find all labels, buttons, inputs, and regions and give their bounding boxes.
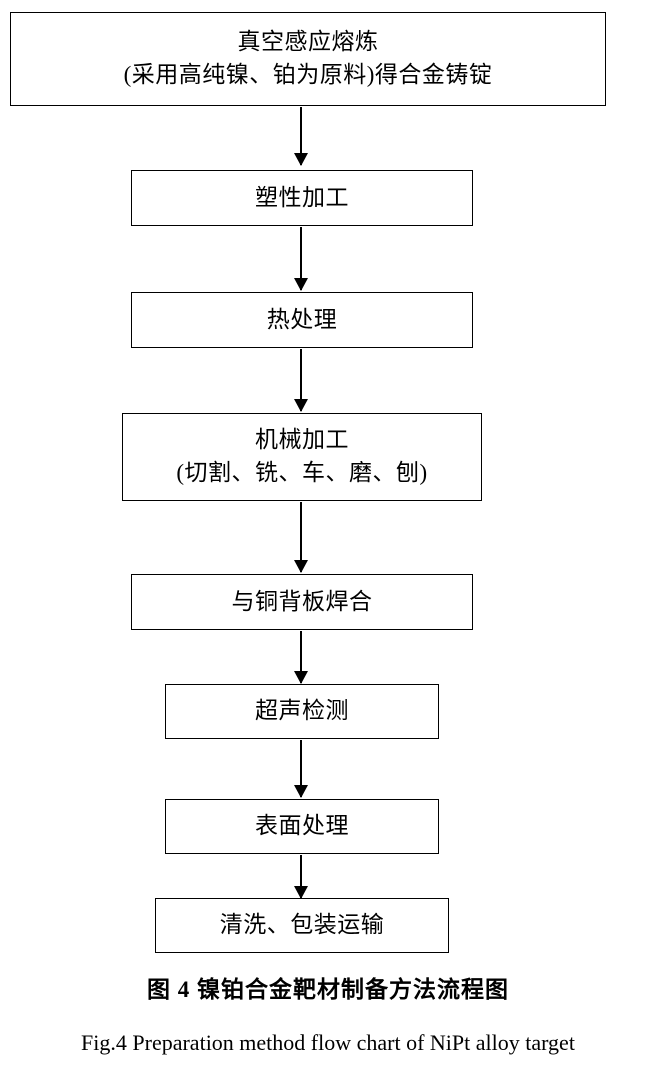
- flow-node-step8: 清洗、包装运输: [155, 898, 449, 953]
- flow-node-step3: 热处理: [131, 292, 473, 348]
- connector-step2-step3: [300, 227, 302, 290]
- flow-node-step5: 与铜背板焊合: [131, 574, 473, 630]
- flow-node-step1-line1: 真空感应熔炼: [237, 29, 379, 55]
- flow-node-step2: 塑性加工: [131, 170, 473, 226]
- flow-node-step4: 机械加工 (切割、铣、车、磨、刨): [122, 413, 482, 501]
- connector-step3-step4: [300, 349, 302, 411]
- flow-node-step6-line1: 超声检测: [255, 698, 349, 724]
- connector-step1-step2: [300, 107, 302, 165]
- flow-node-step1-line2: (采用高纯镍、铂为原料)得合金铸锭: [123, 62, 493, 87]
- flow-node-step2-line1: 塑性加工: [255, 184, 349, 210]
- connector-step7-step8: [300, 855, 302, 898]
- figure-caption-en: Fig.4 Preparation method flow chart of N…: [81, 1030, 575, 1055]
- connector-step5-step6: [300, 631, 302, 683]
- flow-node-step7: 表面处理: [165, 799, 439, 854]
- flow-node-step8-line1: 清洗、包装运输: [219, 912, 385, 938]
- connector-step4-step5: [300, 502, 302, 572]
- flow-node-step4-line2: (切割、铣、车、磨、刨): [176, 460, 428, 485]
- flowchart-diagram: 真空感应熔炼 (采用高纯镍、铂为原料)得合金铸锭 塑性加工 热处理 机械加工 (…: [0, 0, 656, 960]
- flow-node-step5-line1: 与铜背板焊合: [231, 588, 373, 614]
- figure-caption-cn: 图 4 镍铂合金靶材制备方法流程图: [147, 977, 509, 1002]
- flow-node-step1: 真空感应熔炼 (采用高纯镍、铂为原料)得合金铸锭: [10, 12, 606, 106]
- flow-node-step7-line1: 表面处理: [255, 813, 349, 839]
- flow-node-step4-line1: 机械加工: [255, 427, 349, 453]
- flow-node-step6: 超声检测: [165, 684, 439, 739]
- flow-node-step3-line1: 热处理: [266, 306, 338, 332]
- connector-step6-step7: [300, 740, 302, 797]
